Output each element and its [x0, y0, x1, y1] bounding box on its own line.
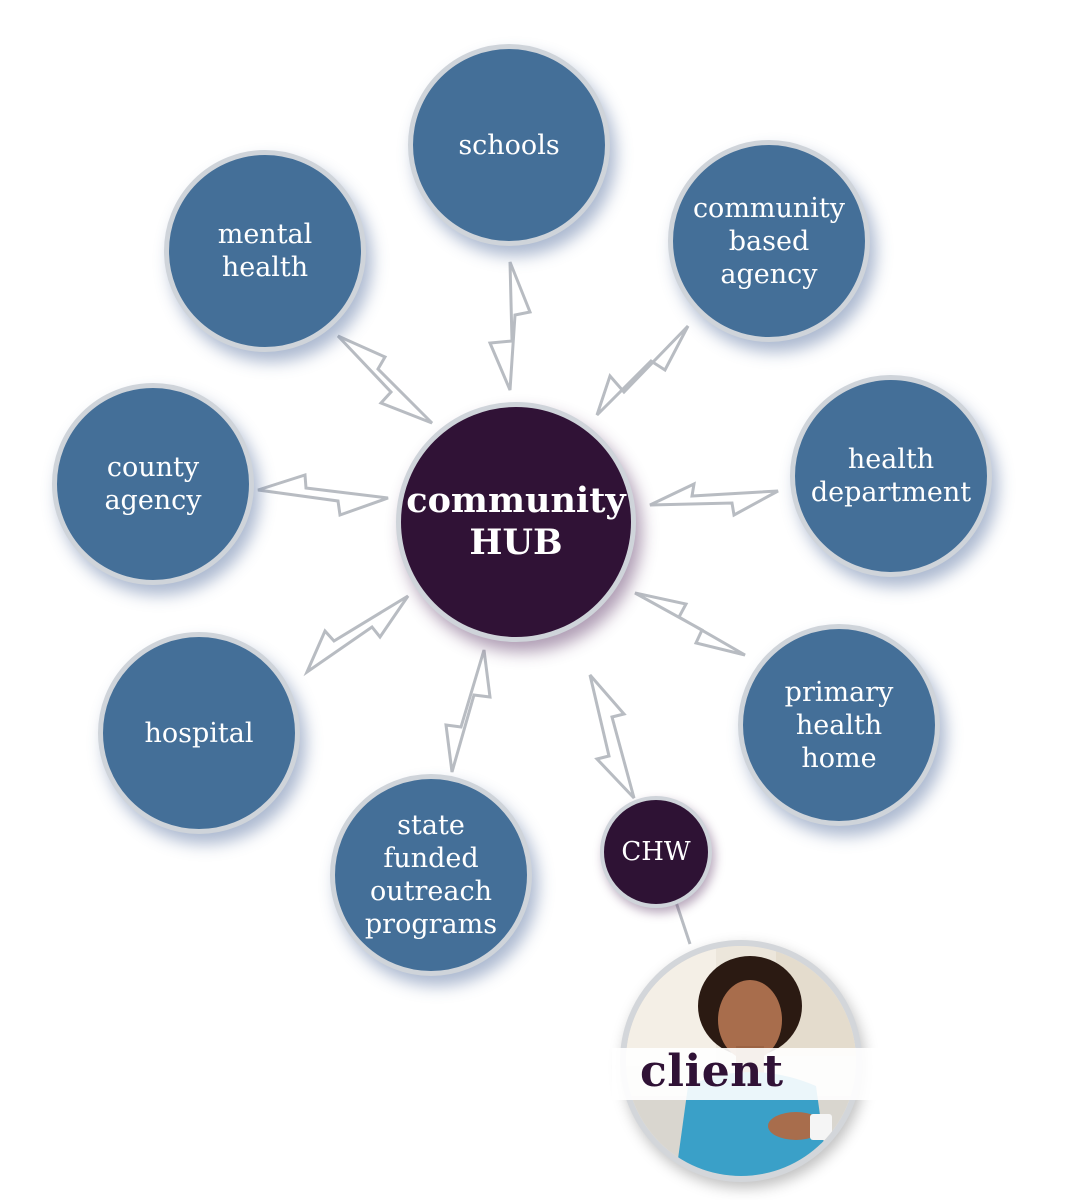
- connector-state-funded-outreach: [444, 649, 492, 773]
- connector-health-department: [649, 481, 779, 518]
- node-primary-health-home-label: primary health home: [784, 676, 894, 774]
- node-primary-health-home: primary health home: [738, 624, 940, 826]
- chw-label: CHW: [621, 837, 691, 867]
- node-state-funded-outreach-label: state funded outreach programs: [364, 810, 498, 940]
- node-county-agency: county agency: [52, 383, 254, 585]
- node-chw: CHW: [600, 796, 712, 908]
- node-community-based-agency: community based agency: [668, 140, 870, 342]
- connector-mental-health: [336, 334, 434, 425]
- connector-primary-health-home: [634, 591, 746, 657]
- node-mental-health-label: mental health: [217, 219, 313, 283]
- node-community-hub: community HUB: [396, 402, 636, 642]
- node-health-department: health department: [790, 375, 992, 577]
- connector-chw: [588, 674, 636, 800]
- connector-county-agency: [257, 472, 389, 518]
- node-county-agency-label: county agency: [104, 452, 202, 516]
- node-schools: schools: [408, 44, 610, 246]
- node-community-based-agency-label: community based agency: [692, 192, 846, 290]
- node-hospital-label: hospital: [144, 717, 254, 749]
- client-label: client: [640, 1046, 784, 1097]
- connector-hospital: [303, 594, 410, 677]
- node-mental-health: mental health: [164, 150, 366, 352]
- node-state-funded-outreach: state funded outreach programs: [330, 774, 532, 976]
- connector-schools: [487, 261, 533, 391]
- node-health-department-label: health department: [810, 444, 972, 508]
- connector-community-based-agency: [595, 324, 690, 417]
- node-hospital: hospital: [98, 632, 300, 834]
- hub-label: community HUB: [406, 480, 626, 563]
- client-label-band: [612, 1048, 926, 1100]
- node-schools-label: schools: [458, 129, 560, 161]
- connector-client: [674, 901, 692, 945]
